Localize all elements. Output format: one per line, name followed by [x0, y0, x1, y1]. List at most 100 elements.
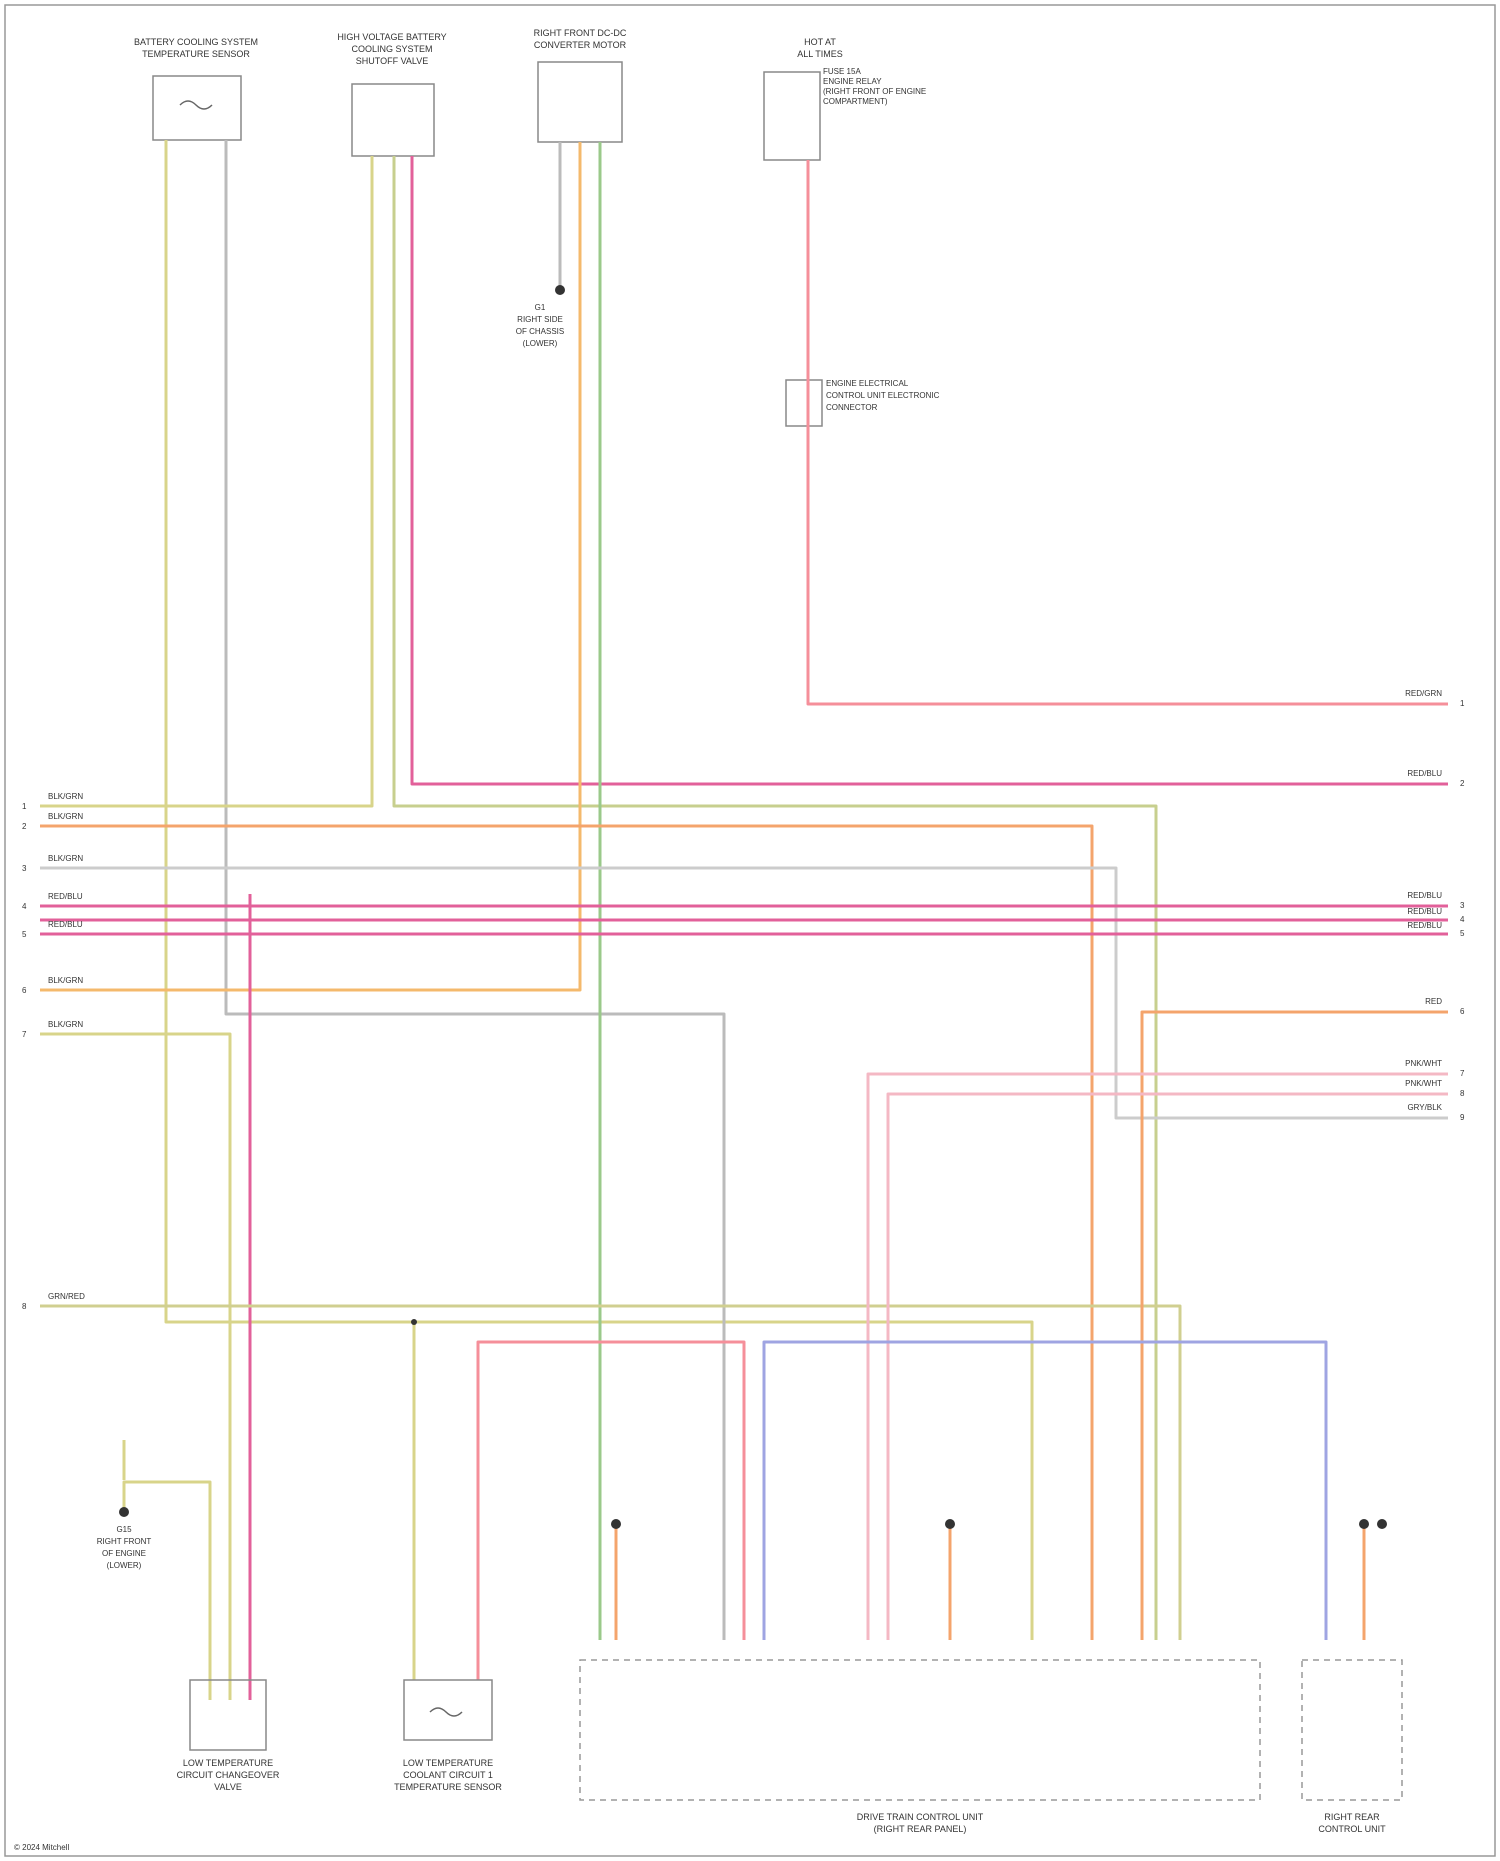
ground-label: (LOWER) [107, 1561, 142, 1570]
pin-number: 5 [1460, 929, 1465, 938]
fuse-label: ENGINE RELAY [823, 77, 882, 86]
wire-label: GRY/BLK [1407, 1103, 1442, 1112]
left-wire-labels: BLK/GRN BLK/GRN BLK/GRN RED/BLU RED/BLU … [22, 792, 85, 1311]
component-label: RIGHT FRONT DC-DC [534, 28, 627, 38]
pin-number: 1 [1460, 699, 1465, 708]
component-label: VALVE [214, 1782, 242, 1792]
connector-box [786, 380, 822, 426]
changeover-valve-box [190, 1680, 266, 1750]
ground-label: (LOWER) [523, 339, 558, 348]
pin-number: 4 [22, 902, 27, 911]
pin-number: 2 [22, 822, 27, 831]
pin-number: 6 [1460, 1007, 1465, 1016]
component-label: (RIGHT REAR PANEL) [874, 1824, 967, 1834]
component-label: ALL TIMES [797, 49, 843, 59]
component-label: RIGHT REAR [1324, 1812, 1380, 1822]
ground-label: G1 [535, 303, 546, 312]
wire-label: RED/BLU [48, 892, 83, 901]
wire-yellow-valve [40, 156, 372, 806]
wire-label: GRN/RED [48, 1292, 85, 1301]
right-rear-control-unit-box [1302, 1660, 1402, 1800]
component-label: CIRCUIT CHANGEOVER [177, 1770, 280, 1780]
ground-label: G15 [116, 1525, 132, 1534]
wire-label: BLK/GRN [48, 976, 83, 985]
wire-label: RED [1425, 997, 1442, 1006]
component-label: COOLANT CIRCUIT 1 [403, 1770, 493, 1780]
shutoff-valve-box [352, 84, 434, 156]
component-label: BATTERY COOLING SYSTEM [134, 37, 258, 47]
dc-converter-box [538, 62, 622, 142]
wire-label: PNK/WHT [1405, 1079, 1442, 1088]
bottom-component-labels: LOW TEMPERATURE CIRCUIT CHANGEOVER VALVE… [177, 1758, 1387, 1834]
fuse-label: FUSE 15A [823, 67, 861, 76]
wire-magenta [412, 156, 1448, 784]
sensor-symbol-icon [180, 101, 212, 109]
wire-label: RED/BLU [1407, 891, 1442, 900]
drive-train-control-unit-box [580, 1660, 1260, 1800]
ground-label: OF CHASSIS [516, 327, 564, 336]
wire-pink-right-1 [868, 1074, 1448, 1640]
temp-sensor-box [153, 76, 241, 140]
pin-number: 2 [1460, 779, 1465, 788]
wire-label: RED/BLU [1407, 769, 1442, 778]
wire-orange-bus [40, 826, 1092, 1640]
wires [40, 140, 1448, 1700]
pin-number: 7 [22, 1030, 27, 1039]
pin-number: 5 [22, 930, 27, 939]
wire-orange-right [1142, 1012, 1448, 1640]
top-component-labels: BATTERY COOLING SYSTEM TEMPERATURE SENSO… [134, 28, 940, 412]
wire-yellow-bus [40, 1034, 230, 1700]
component-label: SHUTOFF VALVE [356, 56, 429, 66]
connector-label: CONTROL UNIT ELECTRONIC [826, 391, 940, 400]
pin-number: 3 [1460, 901, 1465, 910]
footer-text: © 2024 Mitchell [14, 1843, 69, 1852]
component-label: TEMPERATURE SENSOR [142, 49, 250, 59]
connector-label: ENGINE ELECTRICAL [826, 379, 909, 388]
wire-label: RED/BLU [48, 920, 83, 929]
wire-label: BLK/GRN [48, 1020, 83, 1029]
splice-point [411, 1319, 417, 1325]
pin-number: 3 [22, 864, 27, 873]
component-label: CONVERTER MOTOR [534, 40, 627, 50]
component-label: LOW TEMPERATURE [183, 1758, 273, 1768]
wire-label: BLK/GRN [48, 792, 83, 801]
wire-yellow-ground [124, 1482, 210, 1700]
ground-label: RIGHT SIDE [517, 315, 563, 324]
wire-olive-valve [394, 156, 1156, 1640]
coolant-temp-sensor-box [404, 1680, 492, 1740]
bottom-ground-label: G15 RIGHT FRONT OF ENGINE (LOWER) [97, 1525, 152, 1570]
ground-point [611, 1519, 621, 1529]
wire-label: RED/BLU [1407, 921, 1442, 930]
ground-point [945, 1519, 955, 1529]
ground-label: RIGHT FRONT [97, 1537, 152, 1546]
pin-number: 4 [1460, 915, 1465, 924]
component-label: DRIVE TRAIN CONTROL UNIT [857, 1812, 984, 1822]
wire-orange-dc [40, 142, 580, 990]
fuse-label: COMPARTMENT) [823, 97, 888, 106]
wire-gray-sensor [226, 140, 724, 1640]
component-label: LOW TEMPERATURE [403, 1758, 493, 1768]
wire-red-supply [808, 160, 1448, 704]
fuse-box [764, 72, 820, 160]
wire-label: BLK/GRN [48, 854, 83, 863]
pin-number: 9 [1460, 1113, 1465, 1122]
component-label: CONTROL UNIT [1318, 1824, 1386, 1834]
pin-number: 8 [22, 1302, 27, 1311]
splice-point [555, 285, 565, 295]
pin-number: 7 [1460, 1069, 1465, 1078]
pin-number: 8 [1460, 1089, 1465, 1098]
component-label: HIGH VOLTAGE BATTERY [337, 32, 446, 42]
wire-label: RED/GRN [1405, 689, 1442, 698]
ground-point [1359, 1519, 1369, 1529]
wire-label: PNK/WHT [1405, 1059, 1442, 1068]
component-label: TEMPERATURE SENSOR [394, 1782, 502, 1792]
wire-label: RED/BLU [1407, 907, 1442, 916]
component-label: HOT AT [804, 37, 836, 47]
wire-red-sensor2 [478, 1342, 744, 1680]
wire-blue [764, 1342, 1326, 1640]
ground-point [1377, 1519, 1387, 1529]
pin-number: 1 [22, 802, 27, 811]
fuse-label: (RIGHT FRONT OF ENGINE [823, 87, 926, 96]
